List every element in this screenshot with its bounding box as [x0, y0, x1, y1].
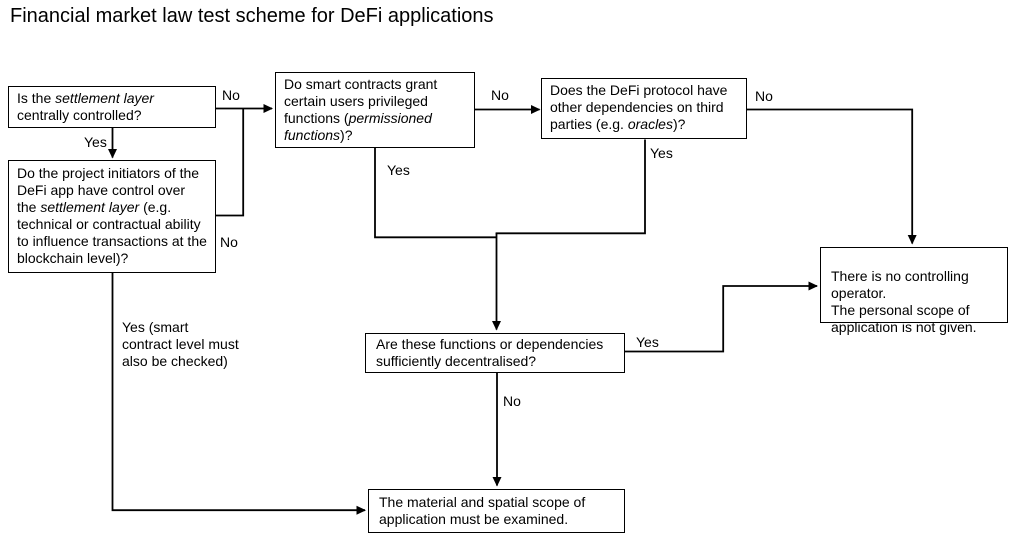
edge-smart-contracts-yes-join	[374, 148, 497, 239]
edge-dependencies-yes-join	[495, 139, 646, 235]
node-text: The material and spatial scope of applic…	[379, 494, 586, 527]
node-text: )?	[340, 127, 353, 143]
node-text: Do the project initiators of the DeFi ap…	[17, 165, 200, 215]
label-initiators-no: No	[220, 234, 238, 250]
label-dependencies-no: No	[755, 88, 773, 104]
node-text: Is the	[17, 90, 56, 106]
node-text: Do smart contracts grant certain users p…	[284, 76, 438, 126]
node-text: )?	[672, 116, 686, 132]
node-no-operator-outcome: There is no controlling operator. The pe…	[820, 247, 1008, 335]
node-settlement-question: Is the settlement layer centrally contro…	[8, 86, 216, 128]
node-text: There is no controlling operator. The pe…	[831, 268, 977, 335]
node-text-italic: settlement layer	[55, 90, 154, 106]
node-text-italic: permissioned functions	[284, 110, 432, 143]
node-text-italic: oracles	[627, 116, 673, 132]
node-text: centrally controlled?	[17, 107, 142, 123]
label-settlement-yes: Yes	[84, 134, 107, 150]
node-text: Are these functions or dependencies suff…	[376, 336, 604, 369]
flowchart-title: Financial market law test scheme for DeF…	[10, 5, 494, 27]
label-dependencies-yes: Yes	[650, 145, 673, 161]
node-smart-contracts-question: Do smart contracts grant certain users p…	[275, 72, 475, 148]
label-decentralised-no: No	[503, 393, 521, 409]
edge-initiators-yes	[111, 273, 366, 515]
label-settlement-no: No	[222, 87, 240, 103]
label-smart-contracts-no: No	[491, 87, 509, 103]
node-text-italic: settlement layer	[40, 199, 140, 215]
edge-dependencies-no	[747, 108, 917, 245]
edge-initiators-no-join	[215, 108, 245, 217]
node-decentralised-question: Are these functions or dependencies suff…	[365, 333, 625, 373]
node-text: (e.g. technical or contractual ability t…	[17, 199, 207, 266]
node-examined-outcome: The material and spatial scope of applic…	[368, 489, 625, 533]
label-decentralised-yes: Yes	[636, 334, 659, 350]
label-smart-contracts-yes: Yes	[387, 162, 410, 178]
node-text: Does the DeFi protocol have other depend…	[550, 82, 728, 132]
node-dependencies-question: Does the DeFi protocol have other depend…	[541, 78, 747, 139]
edge-decentralised-yes	[625, 281, 818, 353]
node-initiators-question: Do the project initiators of the DeFi ap…	[8, 160, 216, 273]
label-initiators-yes: Yes (smart contract level must also be c…	[122, 319, 239, 369]
